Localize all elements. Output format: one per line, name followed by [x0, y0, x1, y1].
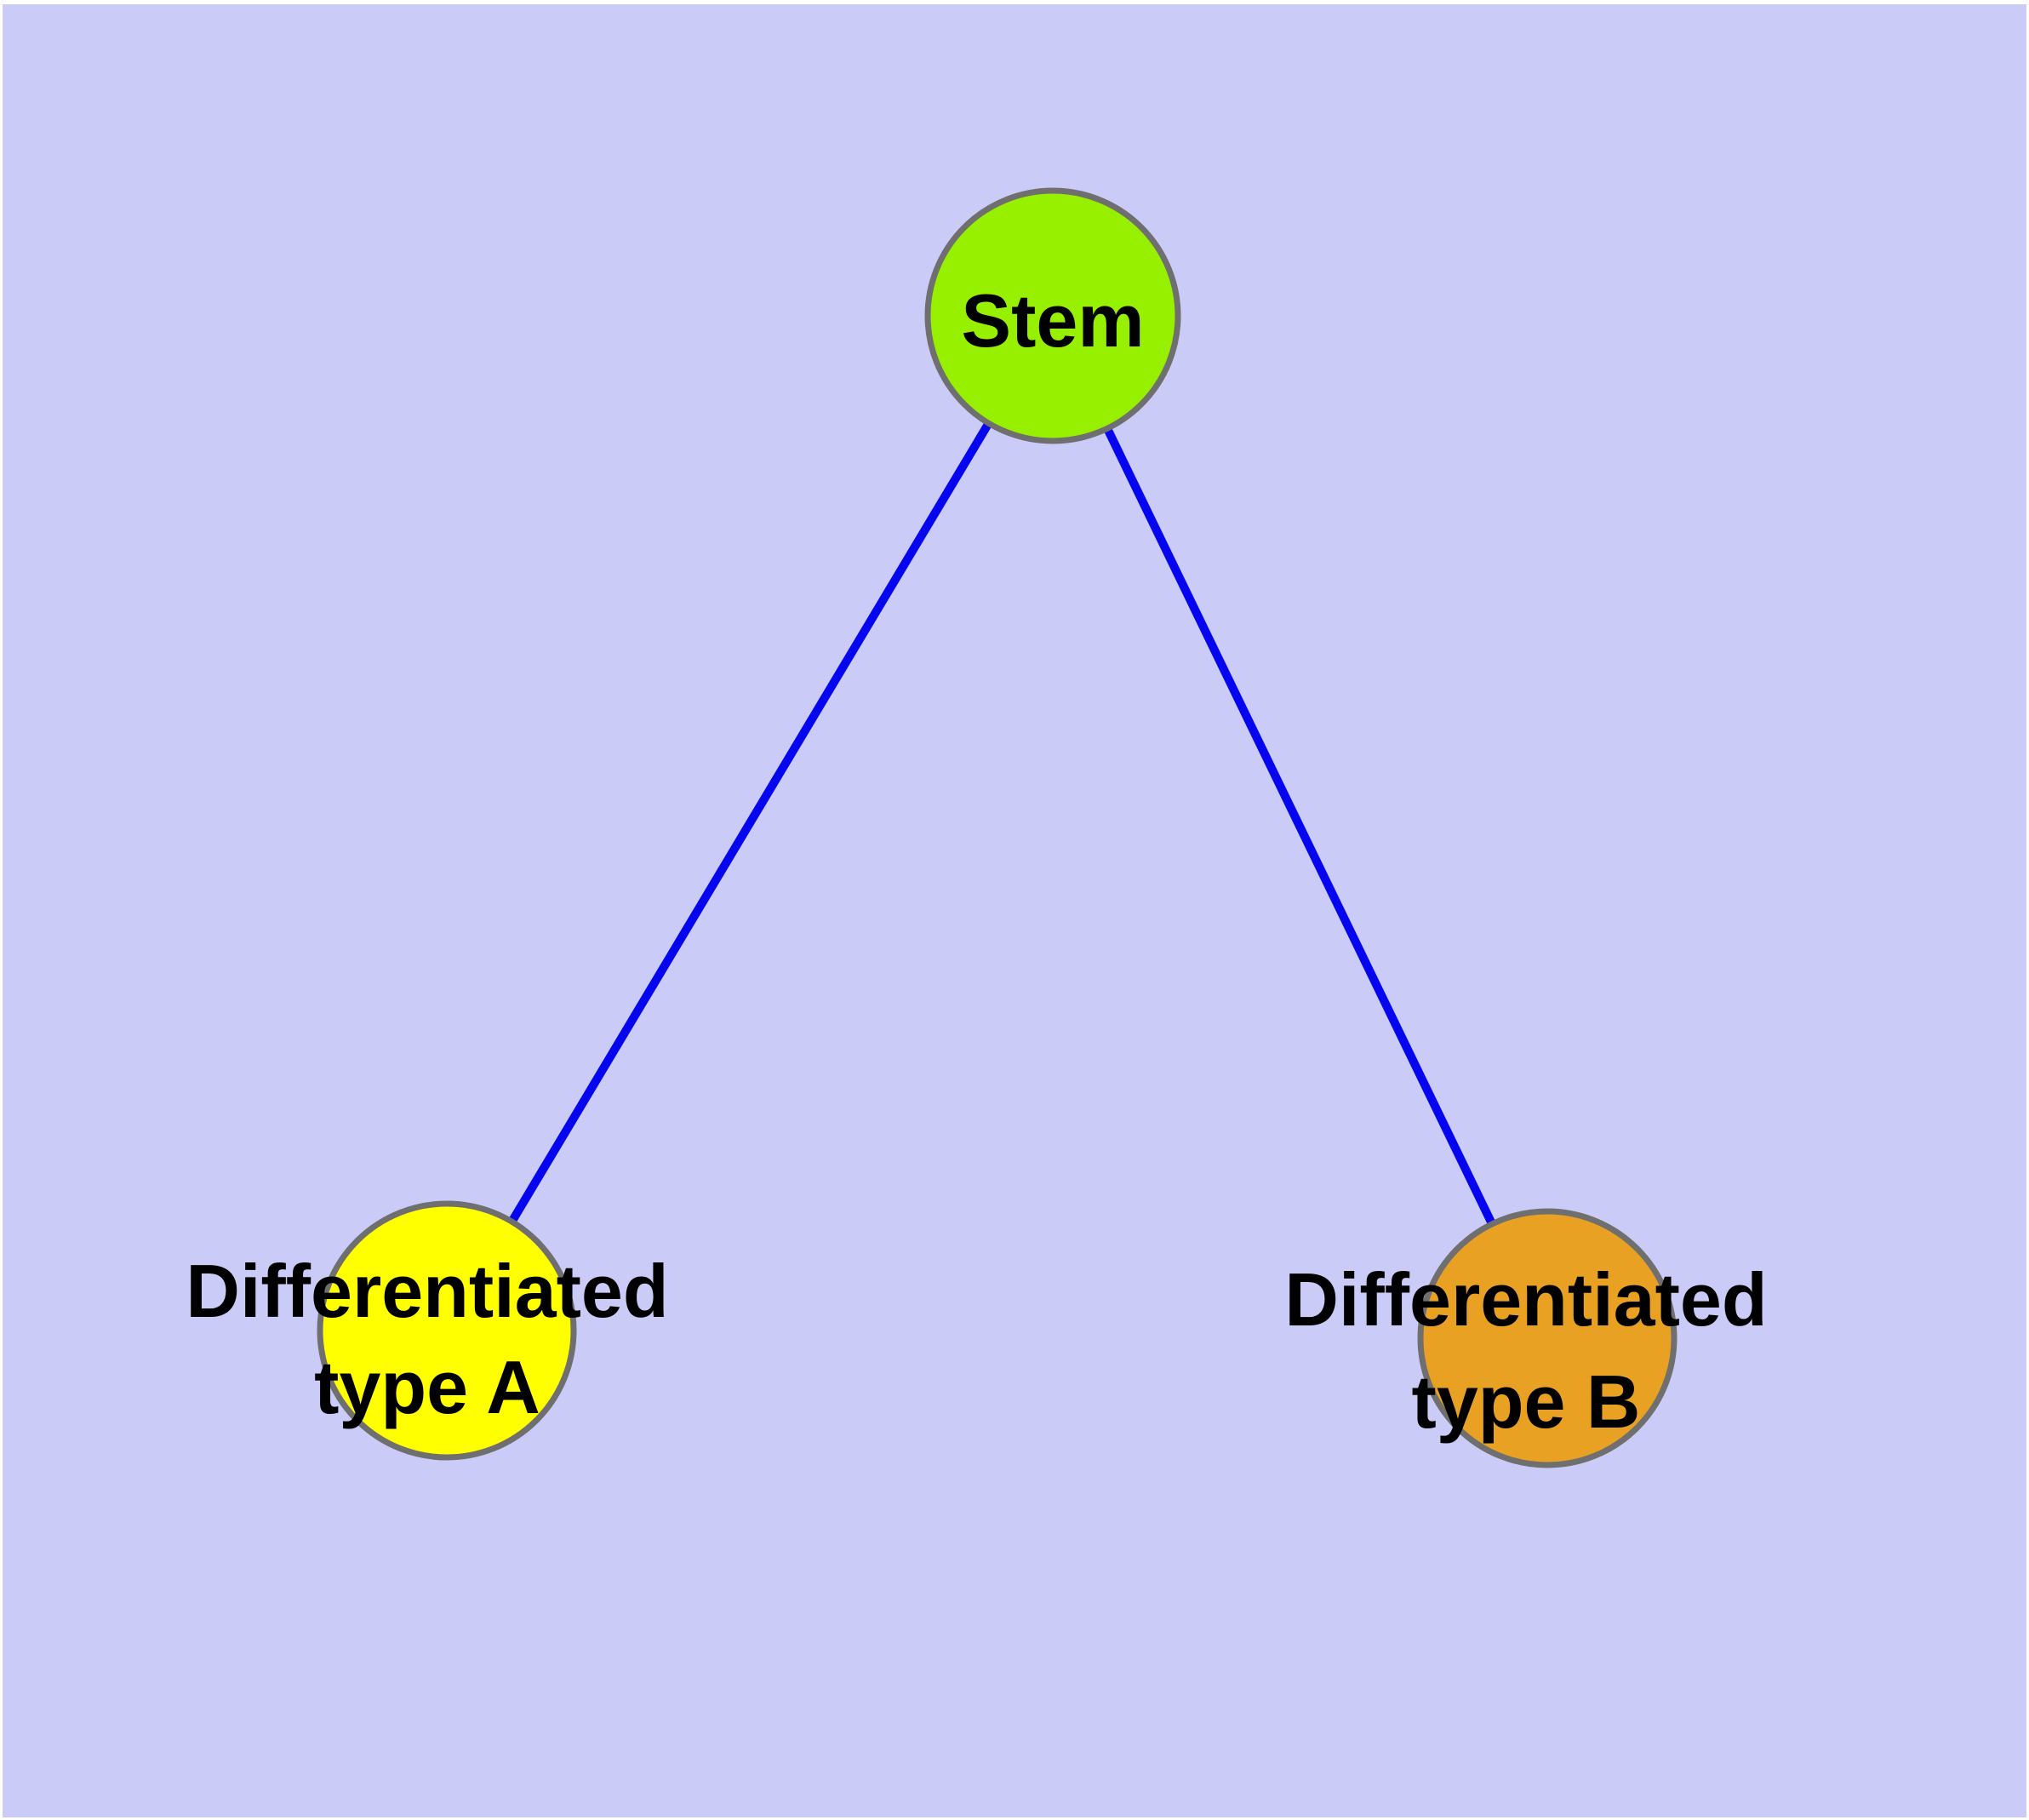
node-type-a-label-line2: type A: [314, 1345, 540, 1429]
node-differentiated-type-b: [1417, 1208, 1677, 1468]
node-differentiated-type-a: [317, 1200, 577, 1461]
node-stem-label: Stem: [961, 278, 1144, 363]
edge-stem-to-type-a: [443, 313, 1057, 1333]
node-type-b-label-line1: Differentiated: [1284, 1257, 1767, 1342]
node-type-b-label-line2: type B: [1412, 1359, 1641, 1444]
node-type-a-label-line1: Differentiated: [186, 1249, 668, 1333]
node-stem: [924, 187, 1181, 444]
edge-stem-to-type-b: [1049, 313, 1552, 1341]
